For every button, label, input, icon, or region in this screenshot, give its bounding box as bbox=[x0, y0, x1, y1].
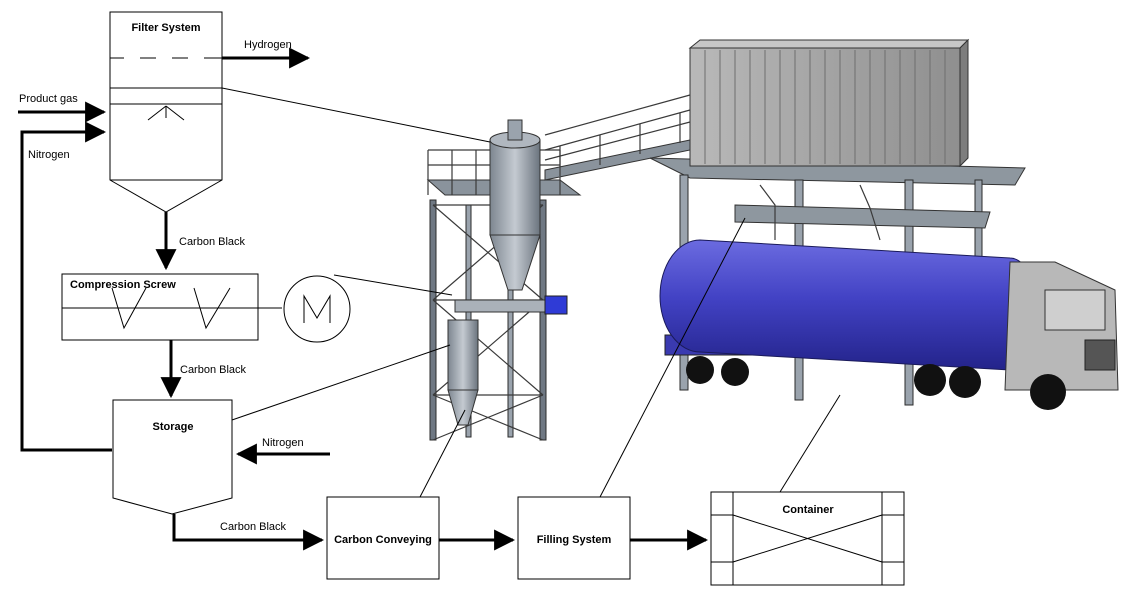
nitrogen-in-label: Nitrogen bbox=[262, 437, 304, 449]
filling-system-unit bbox=[517, 496, 631, 580]
compression-screw-label: Compression Screw bbox=[70, 279, 176, 291]
storage-unit bbox=[112, 399, 233, 515]
plant-illustration bbox=[426, 38, 1119, 441]
carbon-black-label-3: Carbon Black bbox=[220, 521, 287, 533]
carbon-conveying-unit bbox=[326, 496, 440, 580]
carbon-black-label-2: Carbon Black bbox=[180, 364, 247, 376]
carbon-conveying-label: Carbon Conveying bbox=[334, 534, 432, 546]
container-label: Container bbox=[782, 504, 834, 516]
nitrogen-loop-line bbox=[20, 121, 112, 452]
carbon-black-line-3 bbox=[172, 514, 325, 551]
filter-tower bbox=[426, 119, 582, 441]
compression-screw-unit bbox=[61, 273, 351, 343]
leader-lines bbox=[221, 87, 841, 498]
filter-system-unit bbox=[109, 11, 223, 213]
tanker-truck bbox=[659, 239, 1119, 410]
product-gas-label: Product gas bbox=[19, 93, 78, 105]
nitrogen-loop-label: Nitrogen bbox=[28, 149, 70, 161]
storage-label: Storage bbox=[153, 421, 194, 433]
hydrogen-label: Hydrogen bbox=[244, 39, 292, 51]
carbon-black-label-1: Carbon Black bbox=[179, 236, 246, 248]
filter-system-label: Filter System bbox=[131, 22, 200, 34]
container-unit bbox=[710, 491, 905, 586]
filling-system-label: Filling System bbox=[537, 534, 612, 546]
